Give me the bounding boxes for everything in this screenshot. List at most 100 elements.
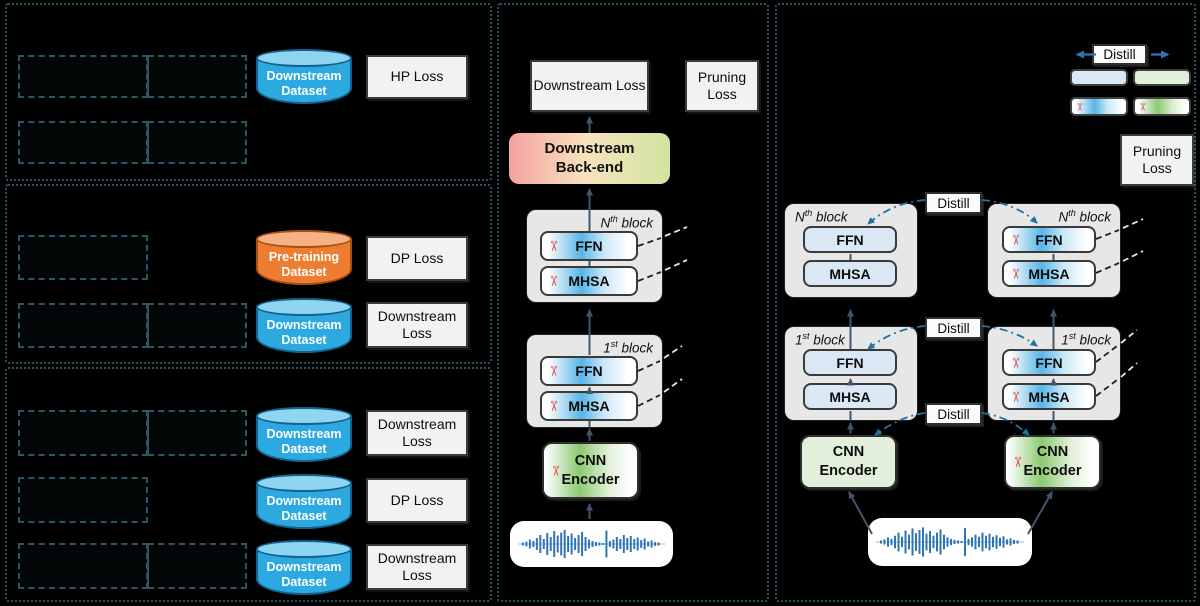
scissors-icon: ✂ (1006, 233, 1023, 246)
left-panel-section-1 (5, 3, 492, 181)
loss-label: DP Loss (390, 249, 444, 266)
left-panel-section-3 (5, 367, 492, 602)
ffn-label: FFN (1035, 231, 1063, 248)
middle-panel (497, 3, 769, 602)
placeholder-divider (147, 543, 149, 589)
scissors-icon: ✂ (544, 275, 561, 287)
audio-waveform-box (510, 521, 673, 567)
distill-box-top: Distill (925, 192, 982, 214)
downstream-loss-box: Downstream Loss (530, 60, 649, 112)
pruning-loss-box: Pruning Loss (685, 60, 759, 112)
mhsa-box-pruned: ✂ MHSA (540, 266, 638, 296)
mhsa-label: MHSA (568, 398, 610, 414)
dataset-cylinder: Downstream Dataset (256, 49, 352, 104)
scissors-icon: ✂ (546, 464, 563, 477)
placeholder-box (148, 543, 247, 589)
scissors-icon: ✂ (1006, 390, 1023, 403)
cnn-encoder-pruned: ✂ CNN Encoder (542, 442, 639, 499)
dataset-label: Downstream Dataset (266, 493, 342, 523)
mhsa-label: MHSA (1028, 388, 1070, 405)
loss-box: Downstream Loss (366, 544, 468, 590)
placeholder-box (18, 235, 148, 280)
waveform-icon (876, 527, 1024, 557)
student-cnn-encoder-pruned: ✂ CNN Encoder (1004, 435, 1101, 489)
scissors-icon: ✂ (1006, 267, 1023, 280)
loss-label: Pruning Loss (697, 68, 747, 103)
ffn-label: FFN (575, 363, 603, 379)
mhsa-label: MHSA (1028, 265, 1070, 282)
teacher-ffn-box: FFN (803, 226, 897, 253)
dataset-label: Downstream Dataset (266, 317, 342, 347)
placeholder-box (148, 303, 247, 348)
mhsa-label: MHSA (829, 265, 871, 282)
loss-label: Downstream Loss (377, 549, 457, 584)
placeholder-divider (147, 410, 149, 456)
block-label: Nth block (600, 214, 653, 231)
dataset-label: Pre-training Dataset (268, 249, 340, 279)
ffn-label: FFN (1035, 354, 1063, 371)
distill-label: Distill (937, 320, 970, 336)
loss-box: DP Loss (366, 478, 468, 523)
scissors-icon: ✂ (544, 400, 561, 412)
block-label: 1st block (1061, 331, 1111, 348)
placeholder-box (18, 410, 148, 456)
placeholder-box (18, 121, 148, 164)
placeholder-box (18, 543, 148, 589)
loss-box: DP Loss (366, 236, 468, 281)
block-label: Nth block (795, 208, 848, 225)
distill-label: Distill (1103, 47, 1136, 62)
loss-label: Downstream Loss (377, 415, 457, 450)
placeholder-divider (147, 303, 149, 348)
distill-label: Distill (937, 406, 970, 422)
ffn-box-pruned: ✂ FFN (540, 356, 638, 386)
loss-box: Downstream Loss (366, 410, 468, 456)
placeholder-box (148, 121, 247, 164)
placeholder-divider (147, 55, 149, 98)
scissors-icon: ✂ (1006, 356, 1023, 369)
mhsa-box-pruned: ✂ MHSA (540, 391, 638, 421)
audio-waveform-box (868, 518, 1032, 566)
block-label: Nth block (1058, 208, 1111, 225)
ffn-label: FFN (836, 354, 864, 371)
legend-distill-box: Distill (1092, 44, 1147, 65)
legend-unpruned-blue (1070, 69, 1128, 86)
downstream-backend-box: Downstream Back-end (509, 133, 670, 184)
cnn-label: CNN Encoder (819, 444, 878, 479)
legend-pruned-green: ✂ (1133, 97, 1191, 116)
placeholder-box (148, 410, 247, 456)
distill-label: Distill (937, 195, 970, 211)
loss-label: Pruning Loss (1132, 142, 1182, 177)
mhsa-label: MHSA (568, 273, 610, 289)
loss-box: Downstream Loss (366, 302, 468, 348)
loss-label: DP Loss (390, 491, 444, 508)
dataset-cylinder: Downstream Dataset (256, 407, 352, 462)
teacher-mhsa-box: MHSA (803, 260, 897, 287)
loss-label: HP Loss (390, 68, 444, 85)
distill-box-middle: Distill (925, 317, 982, 339)
placeholder-box (18, 477, 148, 523)
loss-label: Downstream Loss (533, 77, 646, 94)
block-label: 1st block (603, 339, 653, 356)
pruning-loss-box: Pruning Loss (1120, 134, 1194, 186)
teacher-ffn-box: FFN (803, 349, 897, 376)
ffn-label: FFN (575, 238, 603, 254)
waveform-icon (517, 530, 666, 558)
student-mhsa-box-pruned: ✂ MHSA (1002, 383, 1096, 410)
loss-label: Downstream Loss (377, 307, 457, 342)
student-ffn-box-pruned: ✂ FFN (1002, 226, 1096, 253)
dataset-cylinder: Downstream Dataset (256, 474, 352, 529)
ffn-box-pruned: ✂ FFN (540, 231, 638, 261)
block-label: 1st block (795, 331, 845, 348)
teacher-mhsa-box: MHSA (803, 383, 897, 410)
dataset-cylinder: Pre-training Dataset (256, 230, 352, 285)
dataset-label: Downstream Dataset (266, 426, 342, 456)
backend-label: Downstream Back-end (544, 139, 635, 176)
placeholder-box (148, 55, 247, 98)
scissors-icon: ✂ (1008, 456, 1025, 468)
placeholder-box (18, 303, 148, 348)
legend-unpruned-green (1133, 69, 1191, 86)
cnn-label: CNN Encoder (561, 452, 620, 488)
cnn-label: CNN Encoder (1023, 444, 1082, 479)
mhsa-label: MHSA (829, 388, 871, 405)
